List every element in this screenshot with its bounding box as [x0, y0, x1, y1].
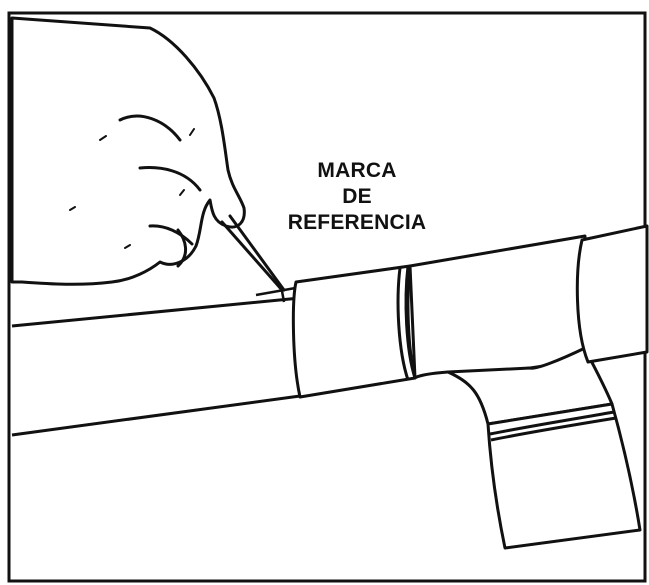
pipe-bottom-edge [11, 394, 301, 437]
knuckle-line-3 [148, 224, 194, 246]
fingertip-curve [176, 228, 187, 268]
reference-mark-tick [280, 290, 286, 303]
callout-line-2: DE [342, 185, 372, 208]
tee-branch [446, 346, 642, 550]
branch-ring-2 [490, 416, 617, 442]
hand-outline [10, 16, 246, 286]
scriber-tool-line-2 [228, 214, 286, 292]
scriber-tool-line-1 [220, 220, 284, 292]
tee-body [408, 234, 587, 380]
hand-texture-marks [69, 128, 195, 249]
right-socket-body [575, 224, 649, 364]
tee-right-socket [575, 224, 649, 364]
tee-socket [291, 264, 417, 399]
tee-fitting [291, 234, 587, 399]
branch-neck [446, 346, 614, 426]
pipe-top-edge [11, 296, 301, 328]
hand-with-scriber [10, 16, 286, 292]
straight-pipe [11, 296, 301, 437]
reference-mark-callout: MARCA DE REFERENCIA [262, 158, 452, 236]
callout-line-1: MARCA [317, 159, 397, 182]
socket-ring-inner [404, 265, 417, 379]
knuckle-line-2 [138, 166, 202, 192]
branch-socket [486, 402, 642, 550]
socket-ring-outer [396, 267, 410, 381]
knuckle-line-1 [118, 114, 182, 142]
callout-line-3: REFERENCIA [287, 211, 427, 234]
branch-ring [489, 410, 615, 436]
